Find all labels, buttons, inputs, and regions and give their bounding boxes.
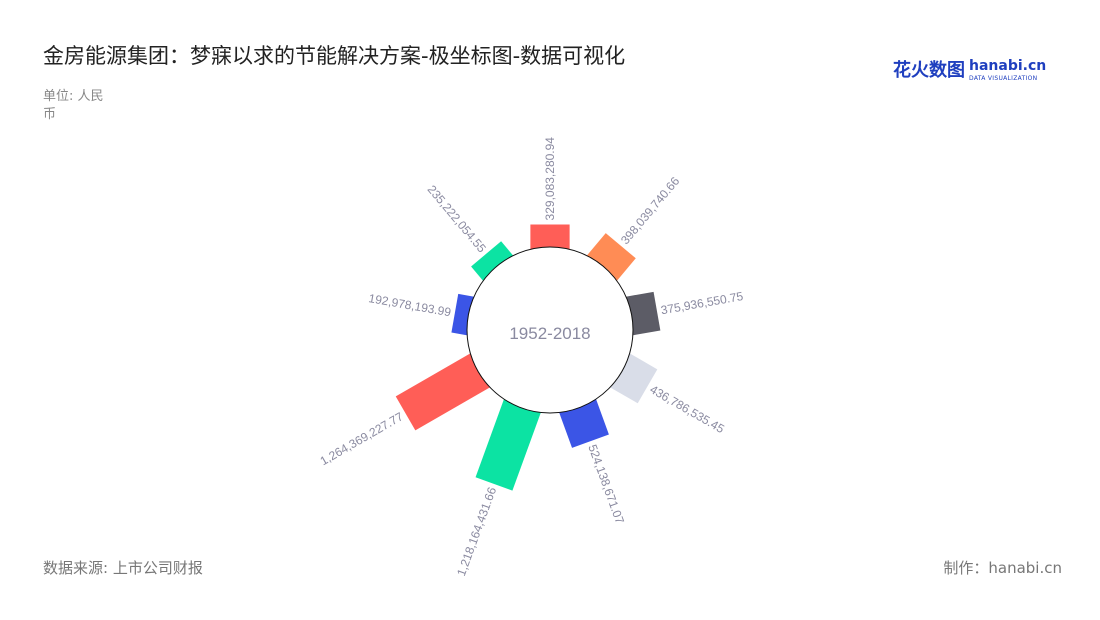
- bar-value-label: 1,218,164,431.66: [454, 485, 499, 578]
- bar-value-label: 235,222,054.55: [425, 182, 490, 255]
- polar-bar: [625, 291, 661, 336]
- logo: 花火数图 hanabi.cn DATA VISUALIZATION: [893, 58, 1046, 83]
- inner-circle: [466, 246, 634, 414]
- bar-value-label: 192,978,193.99: [368, 291, 453, 319]
- center-label: 1952-2018: [509, 324, 590, 343]
- polar-bar: [530, 224, 570, 251]
- credit: 制作：hanabi.cn: [943, 559, 1062, 577]
- polar-bar: [586, 233, 636, 282]
- polar-bar: [395, 352, 491, 431]
- bar-value-label: 1,264,369,227.77: [318, 409, 406, 468]
- polar-bar: [609, 352, 658, 404]
- unit-label: 单位: 人民币: [43, 89, 104, 122]
- logo-en: hanabi.cn: [969, 58, 1047, 74]
- data-source: 数据来源: 上市公司财报: [43, 559, 203, 577]
- polar-bar: [471, 241, 514, 282]
- polar-bar: [475, 398, 542, 491]
- logo-text: hanabi.cn DATA VISUALIZATION: [969, 58, 1046, 83]
- page-title: 金房能源集团：梦寐以求的节能解决方案-极坐标图-数据可视化: [43, 44, 626, 68]
- logo-sub: DATA VISUALIZATION: [969, 75, 1038, 82]
- logo-cn: 花火数图: [893, 59, 965, 81]
- bar-value-label: 524,138,671.07: [585, 443, 627, 526]
- bar-value-label: 329,083,280.94: [543, 137, 557, 221]
- bar-value-label: 398,039,740.66: [618, 174, 683, 247]
- bar-value-label: 375,936,550.75: [660, 289, 745, 317]
- bar-value-label: 436,786,535.45: [647, 382, 727, 436]
